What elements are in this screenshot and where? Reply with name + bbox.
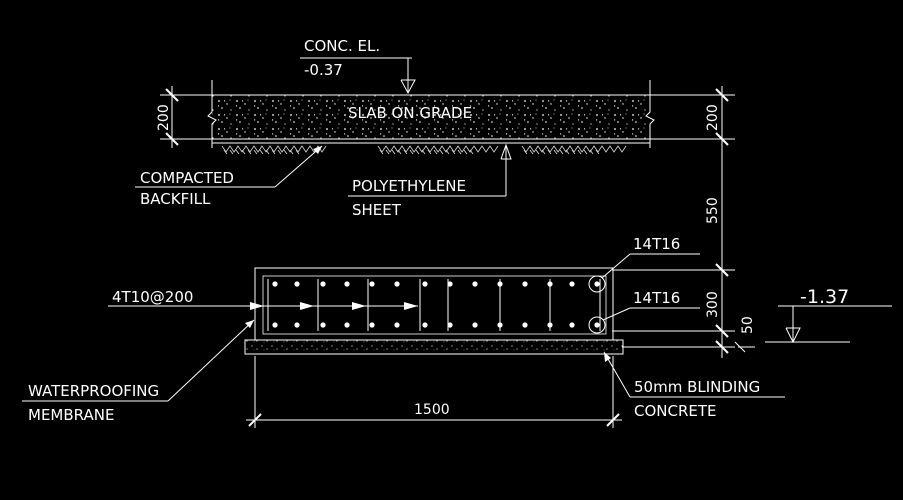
conc-el-title: CONC. EL. xyxy=(304,37,380,55)
poly-line1: POLYETHYLENE xyxy=(352,177,466,195)
dim-footing-width: 1500 xyxy=(246,356,622,428)
rebar-top-label: 14T16 xyxy=(633,235,680,253)
rebar-bottom-leader: 14T16 xyxy=(602,289,700,321)
stirrup-leader: 4T10@200 xyxy=(108,288,418,310)
waterproof-line1: WATERPROOFING xyxy=(28,382,159,400)
backfill-leader: COMPACTED BACKFILL xyxy=(135,145,323,208)
stirrup-label: 4T10@200 xyxy=(112,288,193,306)
dim-slab-right-text: 200 xyxy=(705,104,721,131)
backfill-hatch xyxy=(221,145,627,155)
rebar-top-leader: 14T16 xyxy=(601,235,700,279)
dim-right-chain: 200 550 300 50 xyxy=(612,86,756,358)
dim-footing-width-text: 1500 xyxy=(414,402,450,418)
dim-footing-depth-text: 300 xyxy=(705,291,721,318)
conc-el-marker: CONC. EL. -0.37 xyxy=(300,37,416,95)
blinding-leader: 50mm BLINDING CONCRETE xyxy=(603,351,785,420)
blinding-line2: CONCRETE xyxy=(634,402,717,420)
dim-slab-left-text: 200 xyxy=(156,104,172,131)
level-marker: -1.37 xyxy=(765,286,892,344)
compacted-line2: BACKFILL xyxy=(140,190,211,208)
waterproof-line2: MEMBRANE xyxy=(28,406,114,424)
dim-blinding-text: 50 xyxy=(740,316,756,334)
dim-gap-text: 550 xyxy=(705,197,721,224)
compacted-line1: COMPACTED xyxy=(140,169,234,187)
poly-line2: SHEET xyxy=(352,201,402,219)
level-value: -1.37 xyxy=(800,286,849,308)
dim-slab-left: 200 xyxy=(156,86,179,148)
conc-el-value: -0.37 xyxy=(304,61,343,79)
slab-label: SLAB ON GRADE xyxy=(348,104,472,122)
poly-leader: POLYETHYLENE SHEET xyxy=(348,143,512,219)
blinding-line1: 50mm BLINDING xyxy=(634,378,760,396)
footing xyxy=(244,267,624,355)
slab-on-grade: SLAB ON GRADE xyxy=(160,80,735,148)
rebar-bottom-label: 14T16 xyxy=(633,289,680,307)
waterproof-leader: WATERPROOFING MEMBRANE xyxy=(22,319,255,424)
